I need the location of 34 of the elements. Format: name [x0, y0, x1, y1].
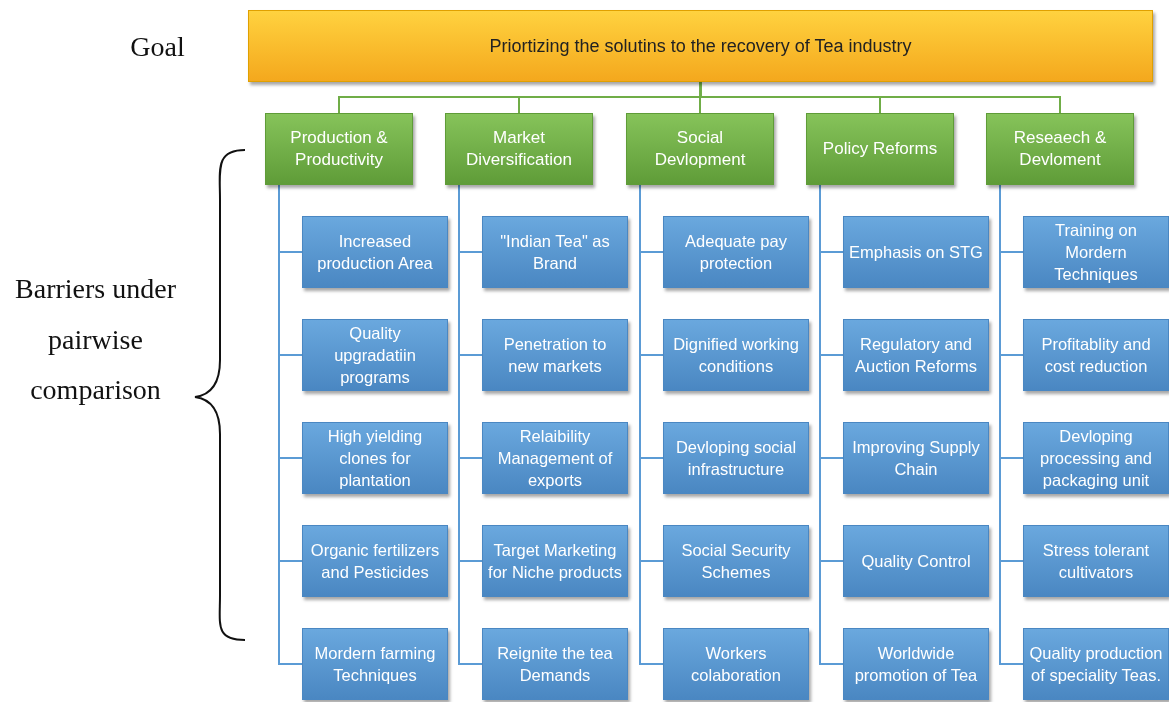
goal-box: Priortizing the solutins to the recovery of Tea industry — [248, 10, 1153, 82]
barrier-box: High yielding clones for plantation — [302, 422, 448, 494]
category-box: Production & Productivity — [265, 113, 413, 185]
barrier-box: Mordern farming Techniques — [302, 628, 448, 700]
barrier-box: Profitablity and cost reduction — [1023, 319, 1169, 391]
barrier-box: Dignified working conditions — [663, 319, 809, 391]
barrier-box: Workers colaboration — [663, 628, 809, 700]
barrier-box: Quality production of speciality Teas. — [1023, 628, 1169, 700]
category-box: Market Diversification — [445, 113, 593, 185]
barrier-box: Penetration to new markets — [482, 319, 628, 391]
barrier-box: Reignite the tea Demands — [482, 628, 628, 700]
category-box: Social Devlopment — [626, 113, 774, 185]
barrier-box: Stress tolerant cultivators — [1023, 525, 1169, 597]
barrier-box: Quality Control — [843, 525, 989, 597]
barrier-box: Devloping social infrastructure — [663, 422, 809, 494]
barrier-box: Social Security Schemes — [663, 525, 809, 597]
level-label: Goal — [129, 30, 186, 64]
barrier-box: Emphasis on STG — [843, 216, 989, 288]
barrier-box: Training on Mordern Techniques — [1023, 216, 1169, 288]
barrier-box: "Indian Tea" as Brand — [482, 216, 628, 288]
barrier-box: Increased production Area — [302, 216, 448, 288]
category-box: Policy Reforms — [806, 113, 954, 185]
barrier-box: Quality upgradatiin programs — [302, 319, 448, 391]
barrier-box: Adequate pay protection — [663, 216, 809, 288]
barrier-box: Target Marketing for Niche products — [482, 525, 628, 597]
category-box: Reseaech & Devloment — [986, 113, 1134, 185]
connector-line — [699, 81, 1061, 114]
barrier-box: Devloping processing and packaging unit — [1023, 422, 1169, 494]
barrier-box: Improving Supply Chain — [843, 422, 989, 494]
barrier-box: Regulatory and Auction Reforms — [843, 319, 989, 391]
barrier-box: Relaibility Management of exports — [482, 422, 628, 494]
level-label: Barriers under pairwise comparison — [14, 272, 177, 407]
barrier-box: Organic fertilizers and Pesticides — [302, 525, 448, 597]
barrier-box: Worldwide promotion of Tea — [843, 628, 989, 700]
